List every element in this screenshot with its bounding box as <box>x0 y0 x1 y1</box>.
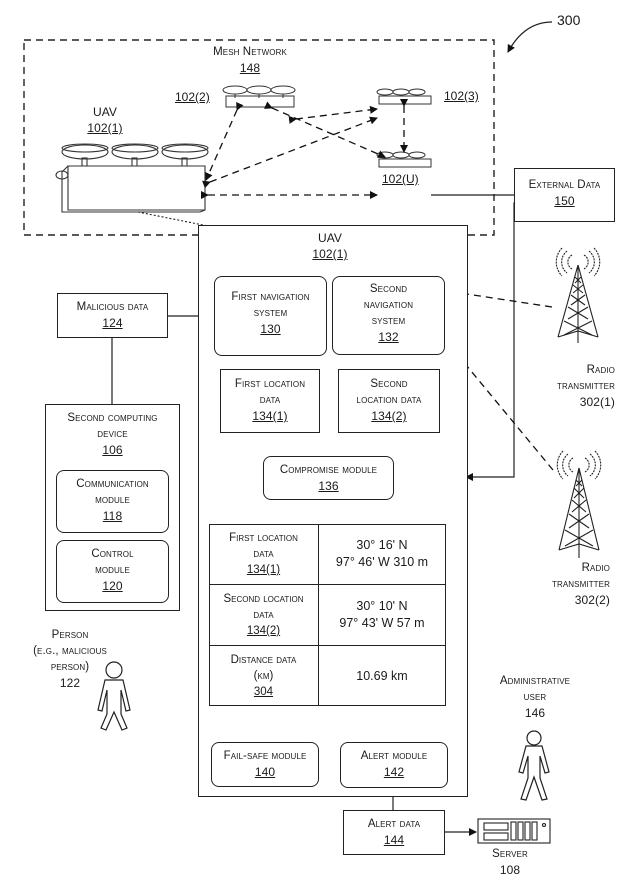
uav-detail-callout <box>137 211 219 229</box>
control-module-box: Control module 120 <box>56 540 169 603</box>
admin-user-label: Administrative user 146 <box>499 675 571 720</box>
uav-102-u-ref: 102(U) <box>382 172 419 186</box>
uav-102-3-ref: 102(3) <box>444 89 479 103</box>
location-data-table <box>209 524 446 706</box>
malicious-data-box: Malicious data 124 <box>57 293 168 338</box>
communication-module-box: Communication module 118 <box>56 470 169 533</box>
external-data-box: External Data 150 <box>514 168 615 222</box>
admin-user-icon <box>518 730 550 801</box>
alert-data-box: Alert data 144 <box>343 810 445 855</box>
radio-tower-icon <box>555 247 601 343</box>
mesh-network-ref: 148 <box>239 61 261 75</box>
person-label: Person (e.g., malicious person) 122 <box>33 629 107 690</box>
first-location-data-box: First location data 134(1) <box>220 369 320 433</box>
uav-102-2-ref: 102(2) <box>175 90 210 104</box>
mesh-network-title: Mesh Network <box>213 46 287 58</box>
mesh-links <box>201 99 408 199</box>
external-to-compromise-link <box>465 187 565 481</box>
uav-detail-title: UAV 102(1) <box>312 231 348 261</box>
radio-transmitter-2-label: Radio transmitter 302(2) <box>552 562 610 607</box>
uav-102-2-icon <box>222 85 296 108</box>
person-icon <box>97 661 131 731</box>
uav-102-u-icon <box>376 151 432 168</box>
uav-102-3-icon <box>376 88 432 105</box>
first-navigation-system-box: First navigation system 130 <box>214 276 327 356</box>
second-location-data-box: Second location data 134(2) <box>338 369 440 433</box>
compromise-module-box: Compromise module 136 <box>263 456 394 500</box>
radio-transmitter-1-label: Radio transmitter 302(1) <box>557 364 615 409</box>
table-row-3-label: Distance data(km)304 <box>230 654 297 698</box>
server-icon <box>477 818 551 844</box>
radio-tower-icon <box>556 450 602 558</box>
table-row-3-value: 10.69 km <box>356 668 408 683</box>
alert-module-box: Alert module 142 <box>340 742 448 788</box>
figure-number-leader <box>507 21 553 53</box>
uav-102-1-label: UAV 102(1) <box>87 105 123 135</box>
uav-102-1-icon <box>55 143 209 213</box>
mesh-network-label: Mesh Network 148 <box>200 44 300 76</box>
fail-safe-module-box: Fail-safe module 140 <box>211 742 319 787</box>
figure-number: 300 <box>557 12 581 28</box>
server-label: Server 108 <box>492 848 528 877</box>
second-navigation-system-box: Second navigation system 132 <box>332 276 445 355</box>
